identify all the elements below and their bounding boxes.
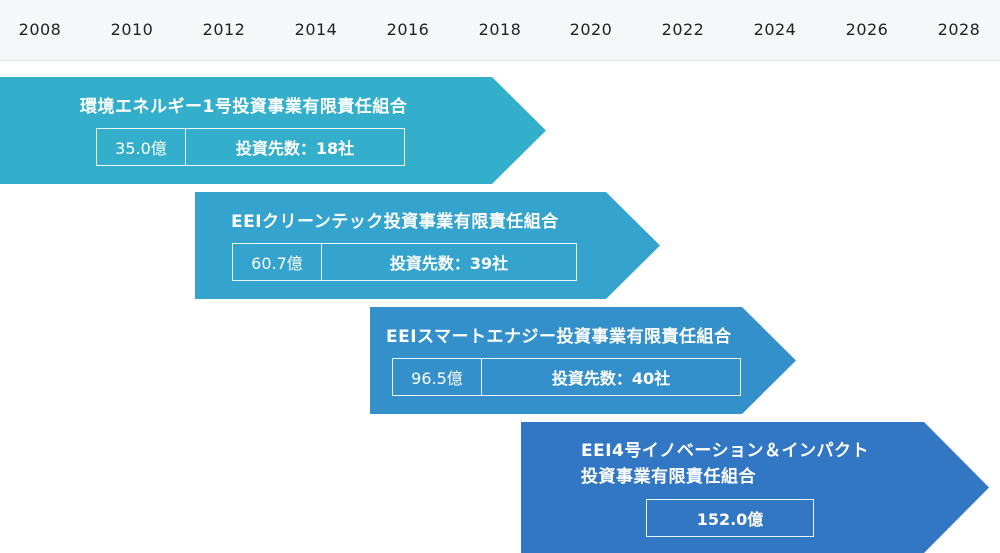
- fund-arrow-3: EEIスマートエナジー投資事業有限責任組合 96.5億 投資先数：40社: [370, 307, 796, 414]
- fund-info-box: 60.7億 投資先数：39社: [232, 243, 577, 281]
- fund-info-box: 96.5億 投資先数：40社: [392, 358, 741, 396]
- year-label: 2028: [937, 20, 981, 39]
- arrow-shape: [370, 307, 796, 414]
- fund-name: 環境エネルギー1号投資事業有限責任組合: [80, 97, 408, 117]
- fund-name: EEIクリーンテック投資事業有限責任組合: [231, 212, 559, 232]
- fund-arrow-1: 環境エネルギー1号投資事業有限責任組合 35.0億 投資先数：18社: [0, 77, 546, 184]
- fund-arrow-2: EEIクリーンテック投資事業有限責任組合 60.7億 投資先数：39社: [195, 192, 660, 299]
- year-label: 2020: [569, 20, 613, 39]
- fund-investee-count: 投資先数：39社: [389, 254, 509, 273]
- fund-name-line2: 投資事業有限責任組合: [581, 467, 756, 487]
- year-label: 2010: [110, 20, 154, 39]
- fund-arrow-4: EEI4号イノベーション＆インパクト 投資事業有限責任組合 152.0億: [521, 422, 989, 553]
- year-label: 2022: [661, 20, 705, 39]
- arrow-shape: [0, 77, 546, 184]
- year-label: 2014: [294, 20, 338, 39]
- fund-info-box: 35.0億 投資先数：18社: [96, 128, 405, 166]
- fund-name: EEIスマートエナジー投資事業有限責任組合: [386, 327, 732, 347]
- fund-investee-count: 投資先数：18社: [235, 139, 355, 158]
- fund-investee-count: 投資先数：40社: [551, 369, 671, 388]
- year-label: 2016: [386, 20, 430, 39]
- year-label: 2018: [478, 20, 522, 39]
- arrow-shape: [195, 192, 660, 299]
- fund-amount: 35.0億: [97, 129, 186, 165]
- fund-name-line1: EEI4号イノベーション＆インパクト: [581, 441, 870, 461]
- fund-amount: 96.5億: [393, 359, 482, 395]
- fund-amount: 60.7億: [233, 244, 322, 280]
- year-label: 2024: [753, 20, 797, 39]
- fund-amount: 152.0億: [696, 510, 764, 529]
- year-label: 2026: [845, 20, 889, 39]
- fund-info-box: 152.0億: [646, 499, 814, 537]
- year-label: 2012: [202, 20, 246, 39]
- timeline-year-axis: 2008 2010 2012 2014 2016 2018 2020 2022 …: [0, 0, 1000, 61]
- arrow-shape: [521, 422, 989, 553]
- year-label: 2008: [18, 20, 62, 39]
